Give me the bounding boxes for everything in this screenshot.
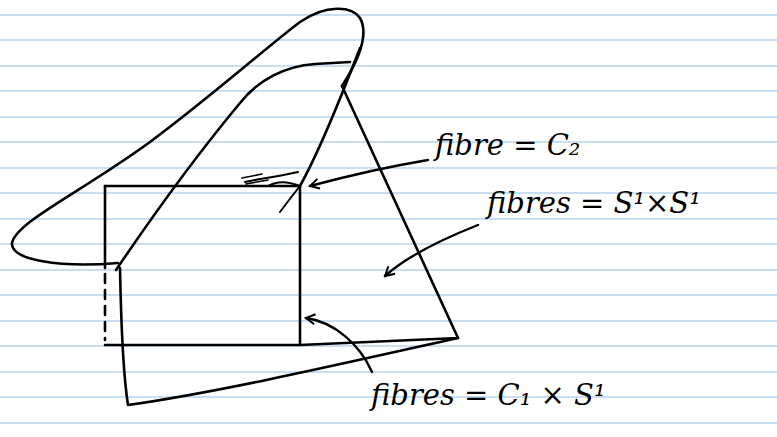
hidden-edge [104, 274, 107, 340]
annotation-label: fibres = C₁ × S¹ [368, 378, 609, 412]
annotation-label: fibre = C₂ [432, 128, 583, 162]
leader-line [385, 225, 478, 276]
leader-line [306, 318, 372, 372]
rectangle-edge [104, 186, 107, 268]
sheet-edge [300, 48, 360, 186]
outer-sheet [12, 9, 364, 265]
annotation-label: fibres = S¹×S¹ [484, 186, 704, 220]
inner-sheet [116, 62, 350, 270]
triangle-edge [300, 86, 458, 345]
junction-fibre [245, 172, 300, 212]
rectangle-edge [105, 186, 300, 345]
hatching [242, 174, 268, 184]
leader-line [310, 160, 428, 186]
